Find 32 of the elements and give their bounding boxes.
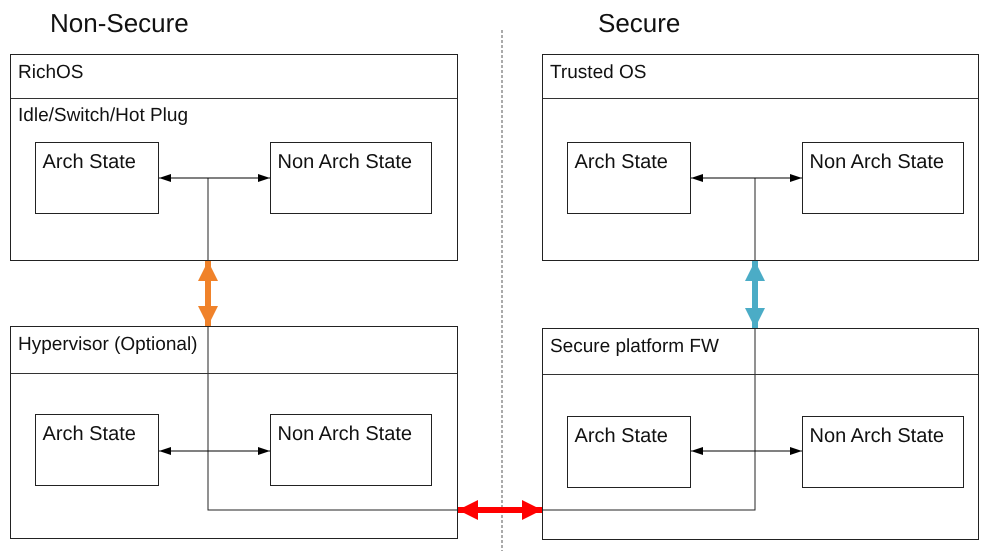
arrow [690, 174, 802, 182]
zone-heading: Secure [598, 8, 680, 39]
double-arrow [198, 261, 218, 326]
state-label: Arch State [42, 422, 137, 446]
layer-title: Hypervisor (Optional) [18, 335, 198, 356]
state-box [566, 142, 690, 214]
arrow [158, 447, 270, 455]
state-label: Arch State [574, 150, 669, 174]
layer-box [542, 54, 979, 261]
state-box [802, 416, 964, 488]
state-box [566, 416, 690, 488]
state-box [34, 142, 158, 214]
layer-box [542, 328, 979, 540]
layer-title: Secure platform FW [550, 337, 719, 358]
state-label: Arch State [574, 424, 669, 448]
arrow [690, 447, 802, 455]
zone-heading: Non-Secure [50, 8, 189, 39]
layer-box [10, 326, 458, 539]
state-label: Non Arch State [810, 424, 946, 448]
state-label: Arch State [42, 150, 137, 174]
state-box [270, 142, 432, 214]
arrow [158, 174, 270, 182]
state-label: Non Arch State [278, 150, 414, 174]
state-box [34, 414, 158, 486]
state-box [270, 414, 432, 486]
state-label: Non Arch State [278, 422, 414, 446]
double-arrow [745, 261, 765, 328]
state-label: Non Arch State [810, 150, 946, 174]
section-heading: Idle/Switch/Hot Plug [18, 106, 188, 127]
double-arrow [458, 500, 542, 520]
layer-box [10, 54, 458, 261]
state-box [802, 142, 964, 214]
